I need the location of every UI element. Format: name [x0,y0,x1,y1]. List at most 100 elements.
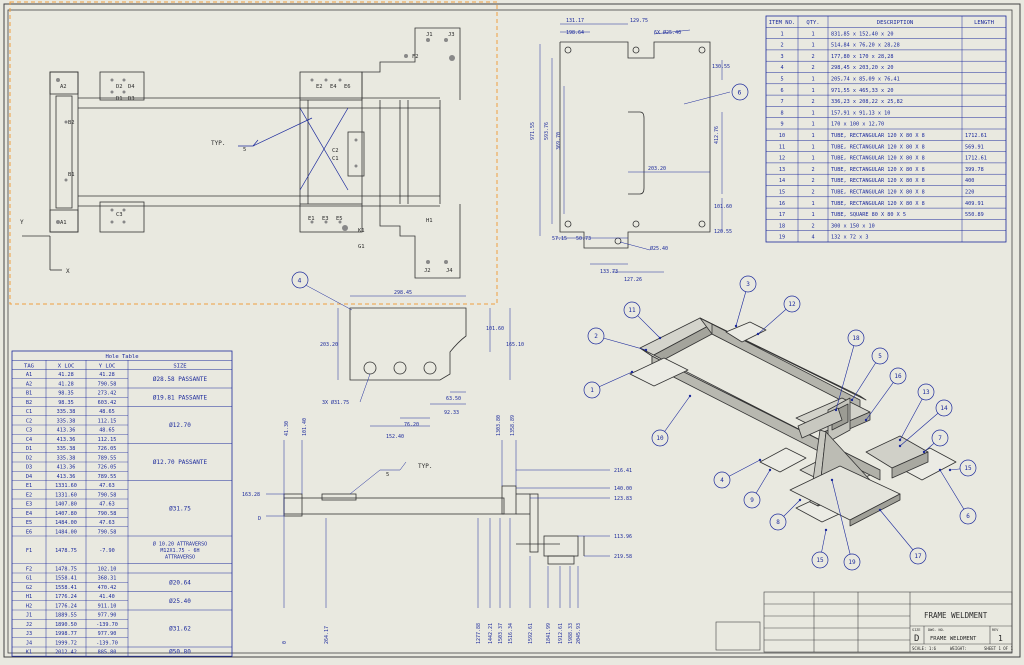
balloon-6-plate[interactable] [731,83,749,101]
hole-tag: D3 [128,96,135,102]
side-dimension: 41.30 [284,421,290,436]
hole-table-cell: 273.42 [98,391,117,397]
hole-table-cell: D3 [26,465,32,471]
bom-cell: 14 [779,178,785,184]
balloon-6[interactable] [959,507,977,525]
hole-table-cell: 1478.75 [55,566,77,572]
side-dimension: 1358.89 [510,415,516,436]
plate-dimension: 120.55 [714,229,732,235]
drawing-title: FRAME WELDMENT [924,611,988,620]
balloon-10[interactable] [651,429,669,447]
hole-table-cell: A1 [26,372,32,378]
hole-table-cell: 413.36 [57,437,76,443]
hole-table-cell: 335.38 [57,455,76,461]
hole-table-cell: 48.65 [99,409,115,415]
hole-table-cell: 1407.80 [55,511,77,517]
axis-y-label: Y [20,219,24,226]
hole-size-label: Ø50.80 [169,649,191,656]
balloon-label: 13 [922,389,930,396]
balloon-leader [659,395,691,439]
plate-dimension: 971.55 [530,122,536,140]
balloon-14[interactable] [935,399,953,417]
balloon-7[interactable] [931,429,949,447]
selection-box[interactable] [9,1,498,305]
balloon-label: 19 [848,559,856,566]
hole-table-cell: 335.38 [57,418,76,424]
side-dimension: D [258,516,261,522]
balloon-16[interactable] [889,367,907,385]
balloon-4[interactable] [713,471,731,489]
side-dimension: 113.96 [614,534,632,540]
hole-table-cell: 98.35 [58,400,74,406]
sheet-border [3,3,1021,658]
balloon-leader-dot [798,498,802,502]
hole-table-cell: 1890.50 [55,622,77,628]
balloon-1[interactable] [583,381,601,399]
revision: 1 [998,634,1003,643]
hole-size-label: Ø31.75 [169,505,191,512]
balloon-leader [595,335,647,351]
isometric-view[interactable] [629,317,957,527]
hole-size-label: Ø12.70 [169,422,191,429]
hole-tag: B2 [68,120,75,126]
balloon-3[interactable] [739,275,757,293]
side-dimension: 1988.33 [568,623,574,644]
hole-table-cell: D4 [26,474,32,480]
bom-cell: 2 [811,167,814,173]
balloon-4-plate[interactable] [291,271,309,289]
hole-tag: E1 [308,216,315,222]
bom-header: DESCRIPTION [877,20,913,26]
bom-cell: 298,45 x 203,20 x 20 [831,65,893,71]
balloon-18[interactable] [847,329,865,347]
balloon-15[interactable] [811,551,829,569]
balloon-leader-dot [824,528,828,532]
hole-tag: F2 [412,54,419,60]
hole-table-header: SIZE [173,363,186,369]
plate-view[interactable] [559,41,711,249]
balloon-9[interactable] [743,491,761,509]
balloon-12[interactable] [783,295,801,313]
balloon-8[interactable] [769,513,787,531]
hole-tag: C2 [332,148,339,154]
balloon-15[interactable] [959,459,977,477]
balloon-5[interactable] [871,347,889,365]
bom-cell: 7 [780,99,783,105]
top-view[interactable] [22,27,461,279]
bom-cell: 399.78 [965,167,984,173]
bom-cell: 132 x 72 x 3 [831,235,868,241]
bom-cell: 2 [811,190,814,196]
plate-4-view[interactable] [349,307,467,381]
balloon-leader [835,337,857,411]
side-view[interactable] [283,485,585,565]
balloon-19[interactable] [843,553,861,571]
hole-table-cell: 790.58 [98,381,117,387]
plate-4-holes-note: 3X Ø31.75 [322,399,349,406]
hole-size-label: ATTRAVERSO [165,554,195,560]
bom-cell: 5 [780,77,783,83]
balloon-17[interactable] [909,547,927,565]
bom-header: ITEM NO. [769,20,796,26]
hole-table-cell: H1 [26,594,32,600]
weight: WEIGHT: [950,646,967,651]
hole-table-cell: 47.63 [99,520,115,526]
plate-dimension: 101.60 [714,204,732,210]
bom-cell: 3 [780,54,783,60]
balloon-11[interactable] [623,301,641,319]
balloon-2[interactable] [587,327,605,345]
balloon-leader-dot [768,468,772,472]
balloon-leader [939,469,969,517]
balloon-13[interactable] [917,383,935,401]
hole-table-cell: 789.55 [98,455,117,461]
hole-table-cell: 41.28 [58,381,74,387]
balloon-leader-dot [830,478,834,482]
title-block[interactable] [715,591,1013,653]
hole-tag: D1 [116,96,123,102]
bom-cell: 409.91 [965,201,984,207]
bom-cell: 6 [780,88,783,94]
hole-tag: E2 [316,84,323,90]
